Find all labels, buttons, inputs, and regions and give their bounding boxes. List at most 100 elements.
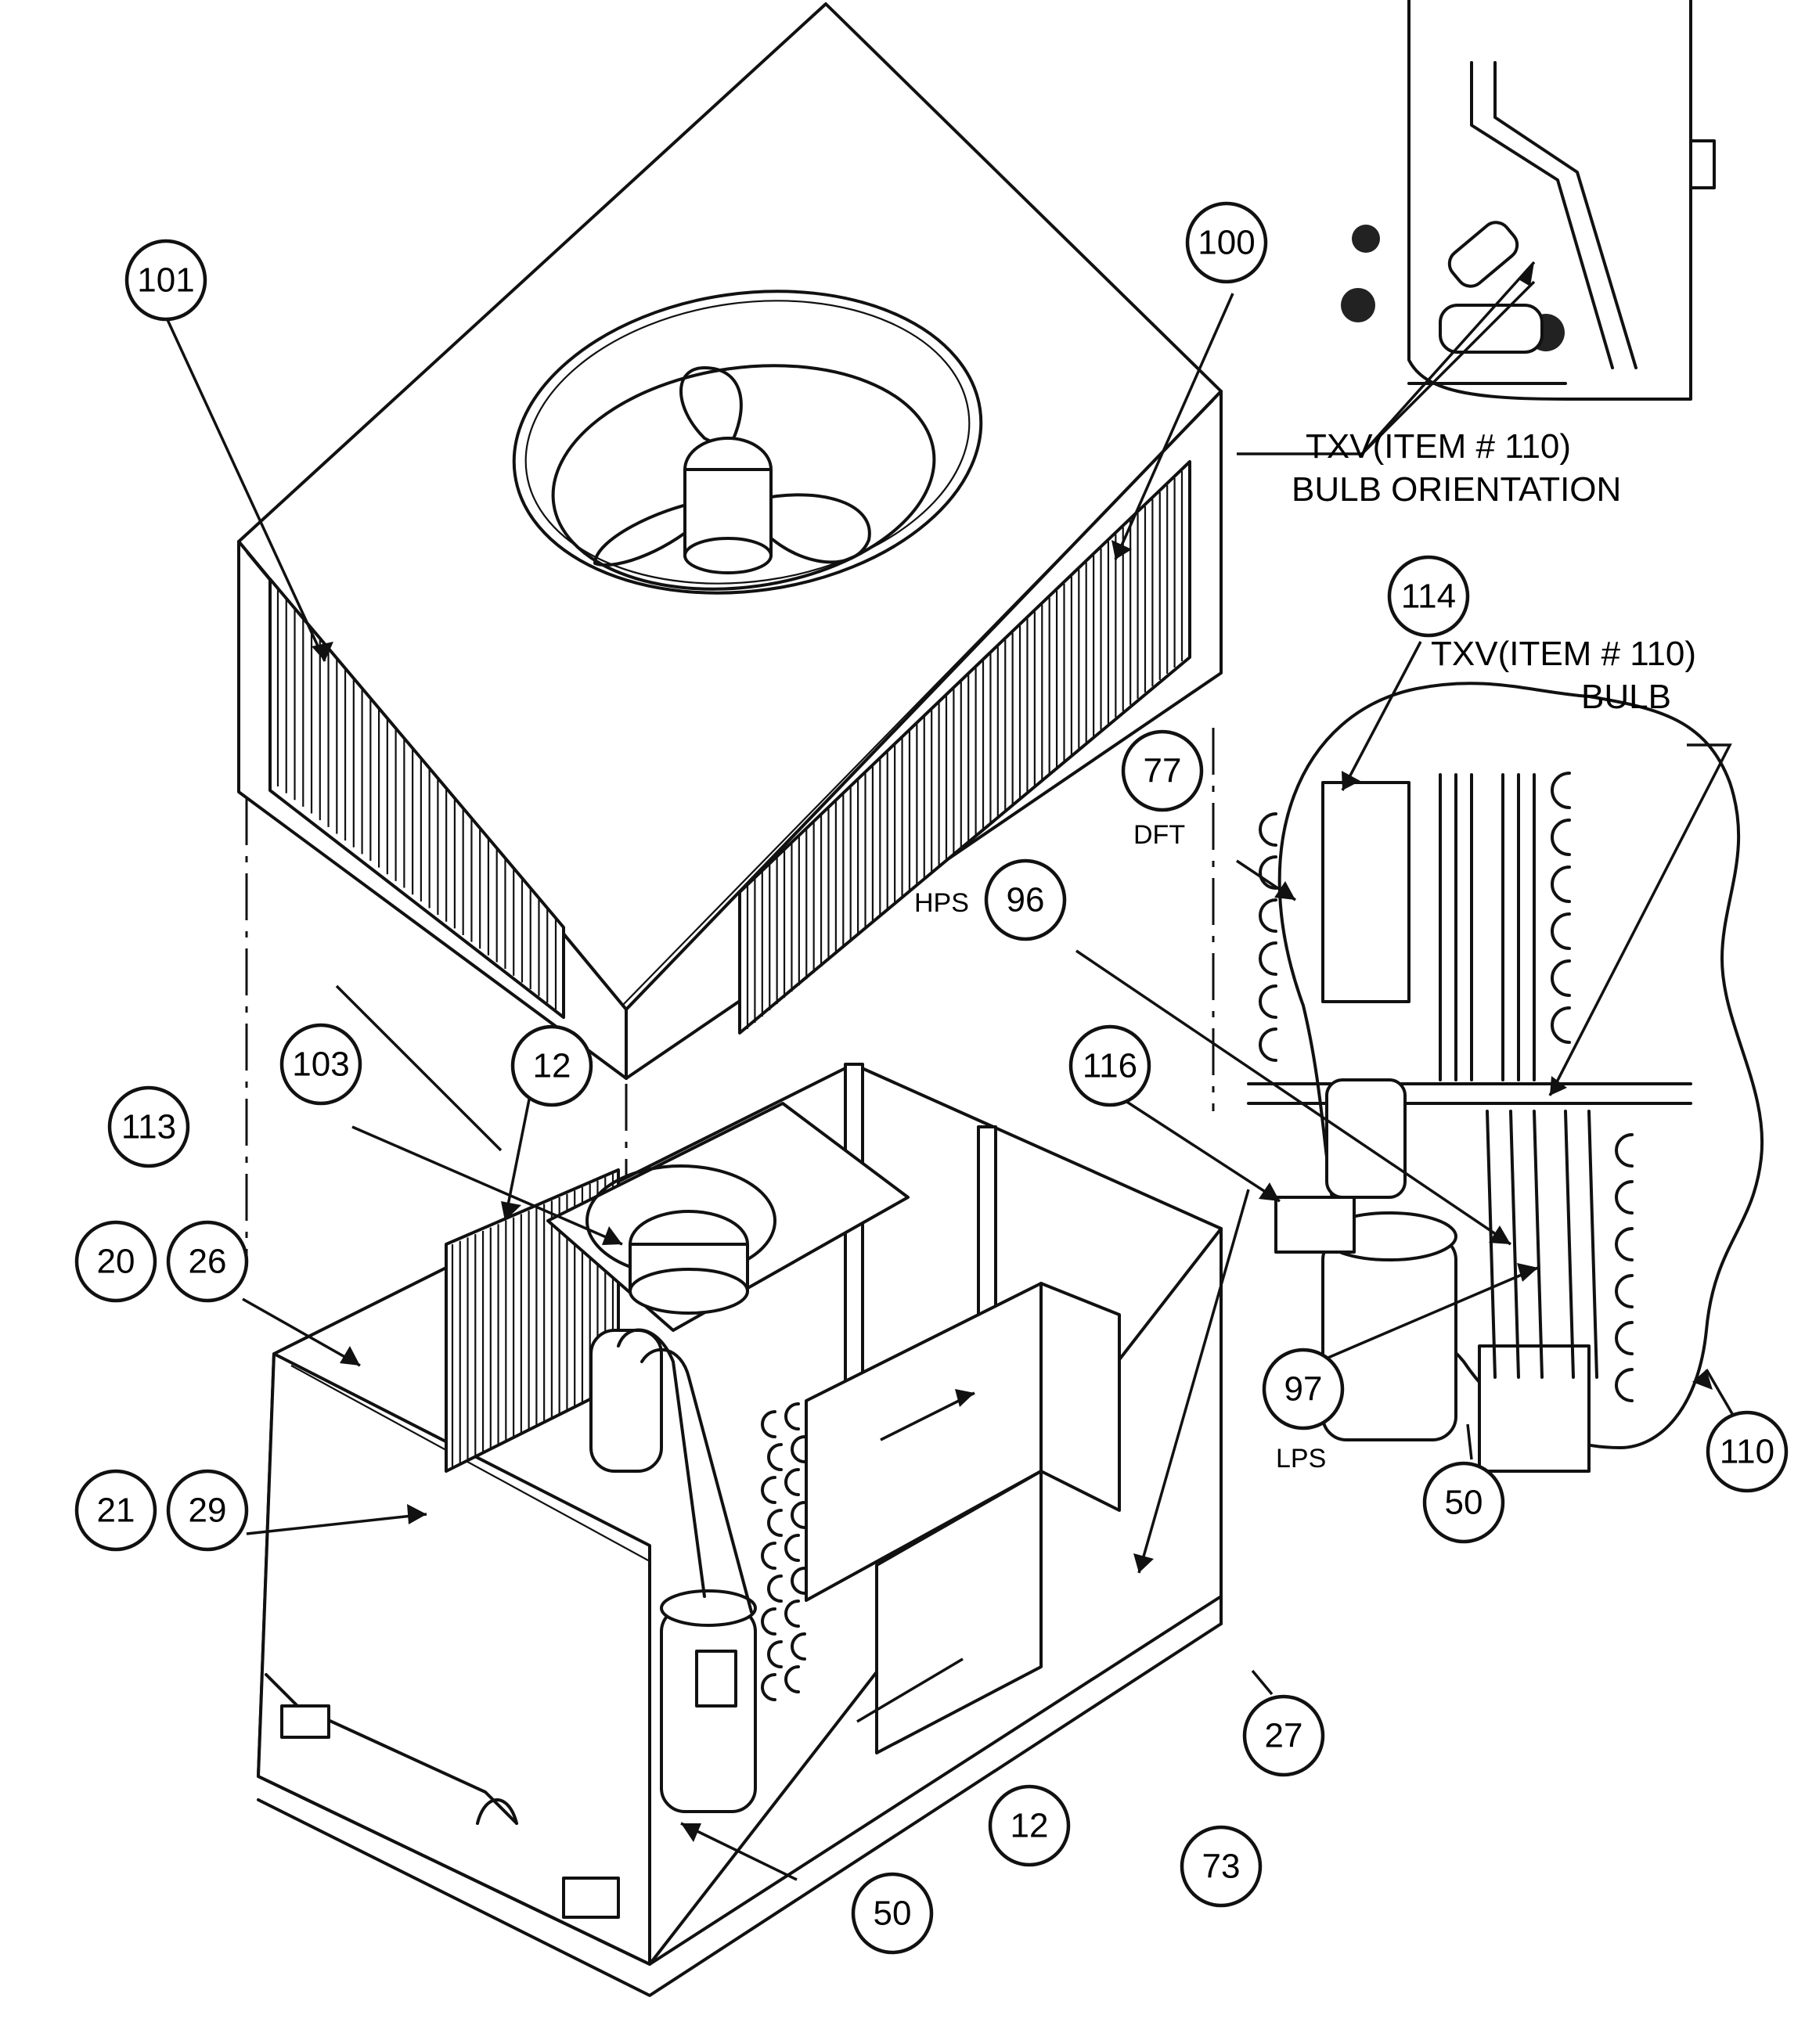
coil-return-bend [767, 1640, 783, 1668]
louver-panel-left [268, 578, 565, 1019]
coil-return-bend [791, 1435, 806, 1463]
callout-label: 77 [1144, 752, 1182, 790]
callout-12-top: 12 [510, 1024, 593, 1107]
coil-return-bend [1551, 865, 1571, 903]
coil-return-bend [1551, 772, 1571, 809]
coil-return-bend [1259, 812, 1277, 847]
note-bulb-line1: TXV(ITEM # 110) [1431, 635, 1696, 673]
note-bulb-line2: BULB [1581, 678, 1671, 716]
callout-label: 27 [1265, 1717, 1303, 1755]
callout-label: 50 [874, 1895, 912, 1933]
callout-77: 77 DFT [1121, 729, 1204, 850]
callout-26: 26 [166, 1220, 249, 1303]
coil-return-bend [791, 1567, 806, 1595]
callout-label: 110 [1720, 1433, 1774, 1471]
hatch-line [1533, 1110, 1544, 1379]
coil-return-bend [767, 1509, 783, 1537]
coil-return-bend [784, 1402, 800, 1430]
callout-12-bottom: 12 [988, 1784, 1071, 1867]
coil-return-bend [791, 1501, 806, 1529]
callout-50-base: 50 [851, 1872, 934, 1955]
note-orientation-line1: TXV(ITEM # 110) [1306, 427, 1571, 466]
callout-label: 97 [1284, 1370, 1323, 1409]
callout-label: 103 [292, 1045, 349, 1084]
callout-label: 21 [97, 1492, 135, 1530]
callout-100: 100 [1185, 201, 1268, 284]
callout-label: 20 [97, 1243, 135, 1281]
callout-label: 50 [1445, 1484, 1483, 1522]
cutaway-detail [1247, 682, 1764, 1473]
coil-return-bend [1259, 898, 1277, 933]
coil-return-bend [784, 1534, 800, 1562]
callout-label: 73 [1202, 1848, 1241, 1886]
compressor [589, 1329, 757, 1813]
coil-return-bend [767, 1574, 783, 1603]
callout-114: 114 [1387, 555, 1470, 638]
coil-return-bend [761, 1673, 776, 1701]
callout-103: 103 [279, 1023, 362, 1106]
callout-label: 26 [189, 1243, 227, 1281]
tubing-coils [617, 1328, 806, 1701]
callout-21: 21 [74, 1469, 157, 1552]
callout-label: 100 [1198, 224, 1255, 262]
fan-guard [512, 290, 983, 595]
callout-label: 101 [137, 261, 194, 300]
coil-return-bend [1259, 1027, 1277, 1062]
callout-20: 20 [74, 1220, 157, 1303]
hatch-line [1564, 1110, 1575, 1379]
coil-return-bend [767, 1443, 783, 1471]
condenser-fan [593, 366, 871, 574]
callout-116: 116 [1068, 1024, 1151, 1107]
top-cover-assembly [237, 2, 1223, 1080]
callouts: 101 100 114 77 DFT 96 HPS 116 103 [74, 201, 1789, 1955]
callout-97: 97 LPS [1262, 1348, 1345, 1474]
coil-return-bend [761, 1476, 776, 1504]
callout-110: 110 [1706, 1410, 1789, 1493]
callout-sub-lps: LPS [1276, 1444, 1326, 1474]
callout-label: 113 [121, 1108, 176, 1146]
coil-return-bend [761, 1542, 776, 1570]
coil-return-bend [1615, 1368, 1634, 1402]
coil-return-bend [1615, 1274, 1634, 1308]
coil-return-bend [1259, 941, 1277, 976]
callout-101: 101 [124, 239, 207, 322]
control-box [805, 1282, 1121, 1754]
callout-label: 114 [1401, 578, 1456, 616]
coil-return-bend [761, 1607, 776, 1636]
blower-housing [546, 1102, 910, 1332]
callout-sub-dft: DFT [1133, 820, 1185, 850]
coil-return-bend [1551, 1006, 1571, 1044]
coil-return-bend [1615, 1227, 1634, 1261]
coil-return-bend [1259, 855, 1277, 890]
notes: TXV(ITEM # 110) BULB ORIENTATION TXV(ITE… [1292, 427, 1696, 716]
callout-73: 73 [1180, 1825, 1263, 1908]
coil-return-bend [1551, 959, 1571, 997]
coil-return-bend [1615, 1133, 1634, 1168]
callout-label: 12 [1011, 1807, 1049, 1845]
callout-label: 29 [189, 1492, 227, 1530]
coil-return-bend [1551, 912, 1571, 950]
hatch-line [1509, 1110, 1520, 1379]
hatch-line [1486, 1110, 1497, 1379]
callout-50-detail: 50 [1422, 1461, 1505, 1544]
coil-return-bend [1551, 819, 1571, 856]
callout-27: 27 [1242, 1694, 1325, 1777]
callout-prefix-hps: HPS [914, 888, 969, 918]
callout-96: 96 HPS [914, 858, 1067, 941]
coil-return-bend [761, 1410, 776, 1438]
coil-return-bend [791, 1632, 806, 1661]
coil-return-bend [784, 1468, 800, 1496]
louver-panel-right [738, 460, 1191, 1035]
hatch-line [1587, 1110, 1598, 1379]
callout-label: 116 [1083, 1047, 1137, 1085]
coil-return-bend [784, 1665, 800, 1693]
leader-lines [163, 261, 1735, 1881]
coil-return-bend [1615, 1321, 1634, 1355]
coil-return-bend [784, 1600, 800, 1628]
base-rail [265, 1673, 620, 1919]
coil-return-bend [1615, 1180, 1634, 1215]
base-unit [257, 1063, 1223, 1997]
callout-label: 96 [1007, 881, 1045, 919]
